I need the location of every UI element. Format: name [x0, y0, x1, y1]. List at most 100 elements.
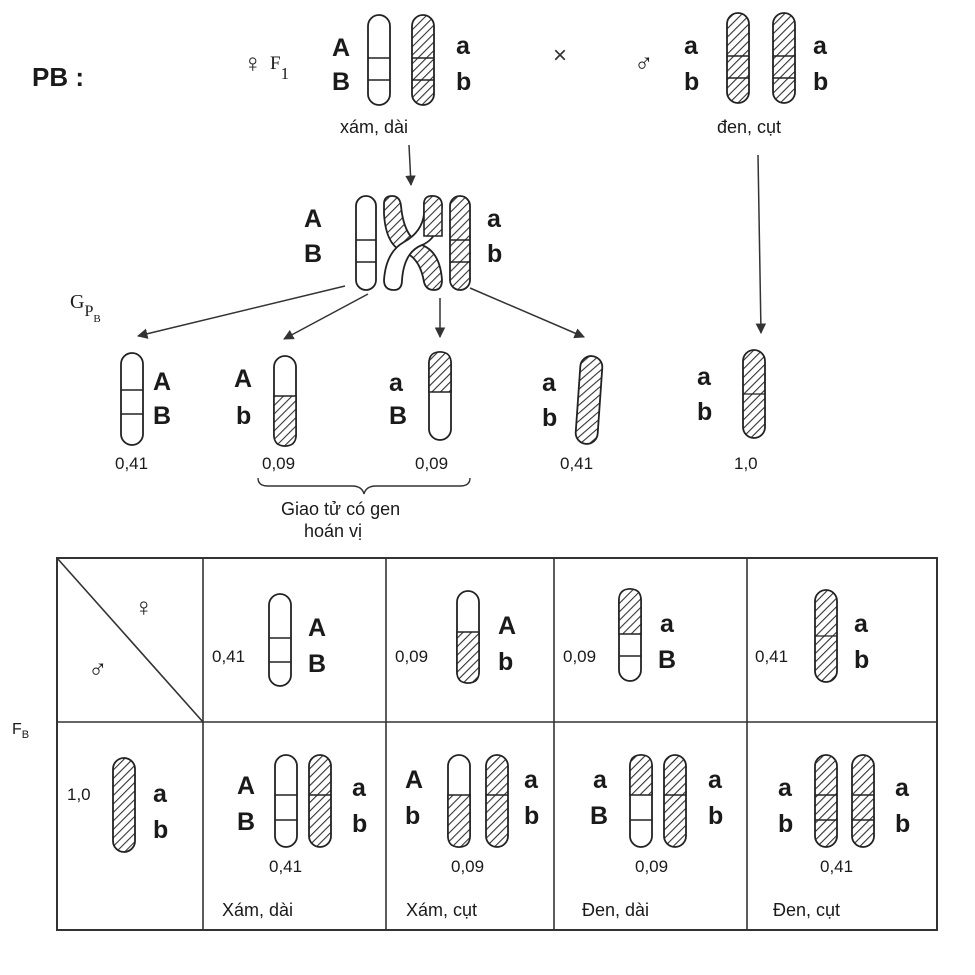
arrow-to-gamete-2 — [283, 293, 369, 340]
recombinant-note-line-2: hoán vị — [304, 521, 363, 541]
male-left-allele-1: a — [684, 32, 698, 60]
arrow-to-gamete-4 — [469, 287, 585, 339]
male-phenotype: đen, cụt — [717, 117, 782, 137]
offspring-1-left-allele-2: B — [237, 808, 256, 836]
gamete-label-p: P — [84, 303, 94, 320]
table-female-gamete-3-freq: 0,09 — [563, 647, 597, 666]
f1-label-sub: 1 — [280, 64, 290, 83]
crossover-left-allele-2: B — [304, 240, 323, 268]
gamete-3-allele-1: a — [389, 369, 403, 397]
table-female-gamete-2-freq: 0,09 — [395, 647, 429, 666]
offspring-4-phenotype: Đen, cụt — [773, 900, 841, 920]
table-female-gamete-1-allele-1: A — [308, 614, 327, 642]
table-female-gamete-chromosomes — [268, 588, 838, 687]
offspring-2-phenotype: Xám, cụt — [406, 900, 478, 920]
gamete-1-freq: 0,41 — [115, 454, 149, 473]
offspring-4-right-allele-2: b — [895, 810, 911, 838]
offspring-3-left-allele-1: a — [593, 766, 607, 794]
offspring-2-freq: 0,09 — [451, 857, 485, 876]
male-left-allele-2: b — [684, 68, 700, 96]
female-phenotype: xám, dài — [340, 117, 409, 137]
gamete-2-allele-2: b — [236, 402, 252, 430]
gamete-1-allele-1: A — [153, 368, 172, 396]
gamete-2-allele-1: A — [234, 365, 253, 393]
crossover-left-allele-1: A — [304, 205, 323, 233]
offspring-1-right-allele-1: a — [352, 774, 366, 802]
table-female-gamete-4-allele-1: a — [854, 610, 868, 638]
gamete-label-g: G — [70, 291, 85, 313]
f1-label-text: F — [270, 53, 281, 74]
female-left-allele-2: B — [332, 68, 351, 96]
offspring-1-right-allele-2: b — [352, 810, 368, 838]
punnett-table-grid — [56, 557, 938, 931]
gamete-1-allele-2: B — [153, 402, 172, 430]
arrow-to-gamete-1 — [136, 285, 346, 339]
f1-label: F1 — [270, 53, 289, 82]
male-parent-chromosomes — [726, 12, 796, 104]
fb-label-text: F — [12, 721, 22, 738]
female-right-allele-2: b — [456, 68, 472, 96]
offspring-4-right-allele-1: a — [895, 774, 909, 802]
table-female-gamete-4-freq: 0,41 — [755, 647, 789, 666]
table-female-gamete-2-allele-1: A — [498, 612, 517, 640]
arrow-male-to-gamete — [755, 154, 767, 335]
table-female-gamete-1-allele-2: B — [308, 650, 327, 678]
table-male-gamete-allele-2: b — [153, 816, 169, 844]
male-right-allele-2: b — [813, 68, 829, 96]
offspring-1-left-allele-1: A — [237, 772, 256, 800]
gamete-3-freq: 0,09 — [415, 454, 449, 473]
fb-label: FB — [12, 721, 30, 741]
male-symbol-icon: ♂ — [634, 48, 654, 78]
table-female-gamete-3-allele-1: a — [660, 610, 674, 638]
gamete-4-allele-1: a — [542, 369, 556, 397]
table-male-gamete-chromosome — [112, 757, 136, 853]
female-symbol-icon: ♀ — [243, 48, 263, 78]
recombinant-brace — [257, 477, 471, 495]
recombinant-note-line-1: Giao tử có gen — [281, 499, 401, 519]
offspring-4-left-allele-2: b — [778, 810, 794, 838]
female-right-allele-1: a — [456, 32, 470, 60]
male-right-allele-1: a — [813, 32, 827, 60]
table-male-gamete-freq: 1,0 — [67, 785, 91, 804]
offspring-3-freq: 0,09 — [635, 857, 669, 876]
crossover-right-allele-2: b — [487, 240, 503, 268]
gamete-4-allele-2: b — [542, 404, 558, 432]
offspring-2-right-allele-2: b — [524, 802, 540, 830]
female-parent-chromosomes — [367, 14, 435, 106]
gamete-3-allele-2: B — [389, 402, 408, 430]
table-female-gamete-2-allele-2: b — [498, 648, 514, 676]
fb-label-sub: B — [21, 729, 30, 741]
offspring-4-left-allele-1: a — [778, 774, 792, 802]
table-female-gamete-4-allele-2: b — [854, 646, 870, 674]
offspring-chromosomes — [274, 754, 875, 848]
page-title: PB : — [32, 62, 84, 92]
crossover-right-allele-1: a — [487, 205, 501, 233]
offspring-4-freq: 0,41 — [820, 857, 854, 876]
offspring-1-freq: 0,41 — [269, 857, 303, 876]
gamete-5-allele-1: a — [697, 363, 711, 391]
offspring-3-phenotype: Đen, dài — [582, 900, 650, 920]
cross-symbol: × — [553, 42, 568, 69]
table-male-symbol-icon: ♂ — [88, 654, 108, 684]
offspring-3-left-allele-2: B — [590, 802, 609, 830]
offspring-3-right-allele-2: b — [708, 802, 724, 830]
gamete-5-freq: 1,0 — [734, 454, 758, 473]
offspring-2-left-allele-1: A — [405, 766, 424, 794]
table-female-gamete-3-allele-2: B — [658, 646, 677, 674]
gamete-chromosomes — [120, 349, 766, 447]
table-male-gamete-allele-1: a — [153, 780, 167, 808]
gamete-label-b: B — [93, 313, 101, 325]
offspring-2-right-allele-1: a — [524, 766, 538, 794]
gamete-5-allele-2: b — [697, 398, 713, 426]
gamete-label: GPB — [70, 291, 101, 325]
crossover-chromosomes — [355, 195, 471, 291]
gamete-4-freq: 0,41 — [560, 454, 594, 473]
table-female-gamete-1-freq: 0,41 — [212, 647, 246, 666]
arrow-female-to-crossover — [405, 144, 416, 187]
offspring-1-phenotype: Xám, dài — [222, 900, 294, 920]
offspring-3-right-allele-1: a — [708, 766, 722, 794]
table-female-symbol-icon: ♀ — [134, 592, 154, 622]
gamete-2-freq: 0,09 — [262, 454, 296, 473]
